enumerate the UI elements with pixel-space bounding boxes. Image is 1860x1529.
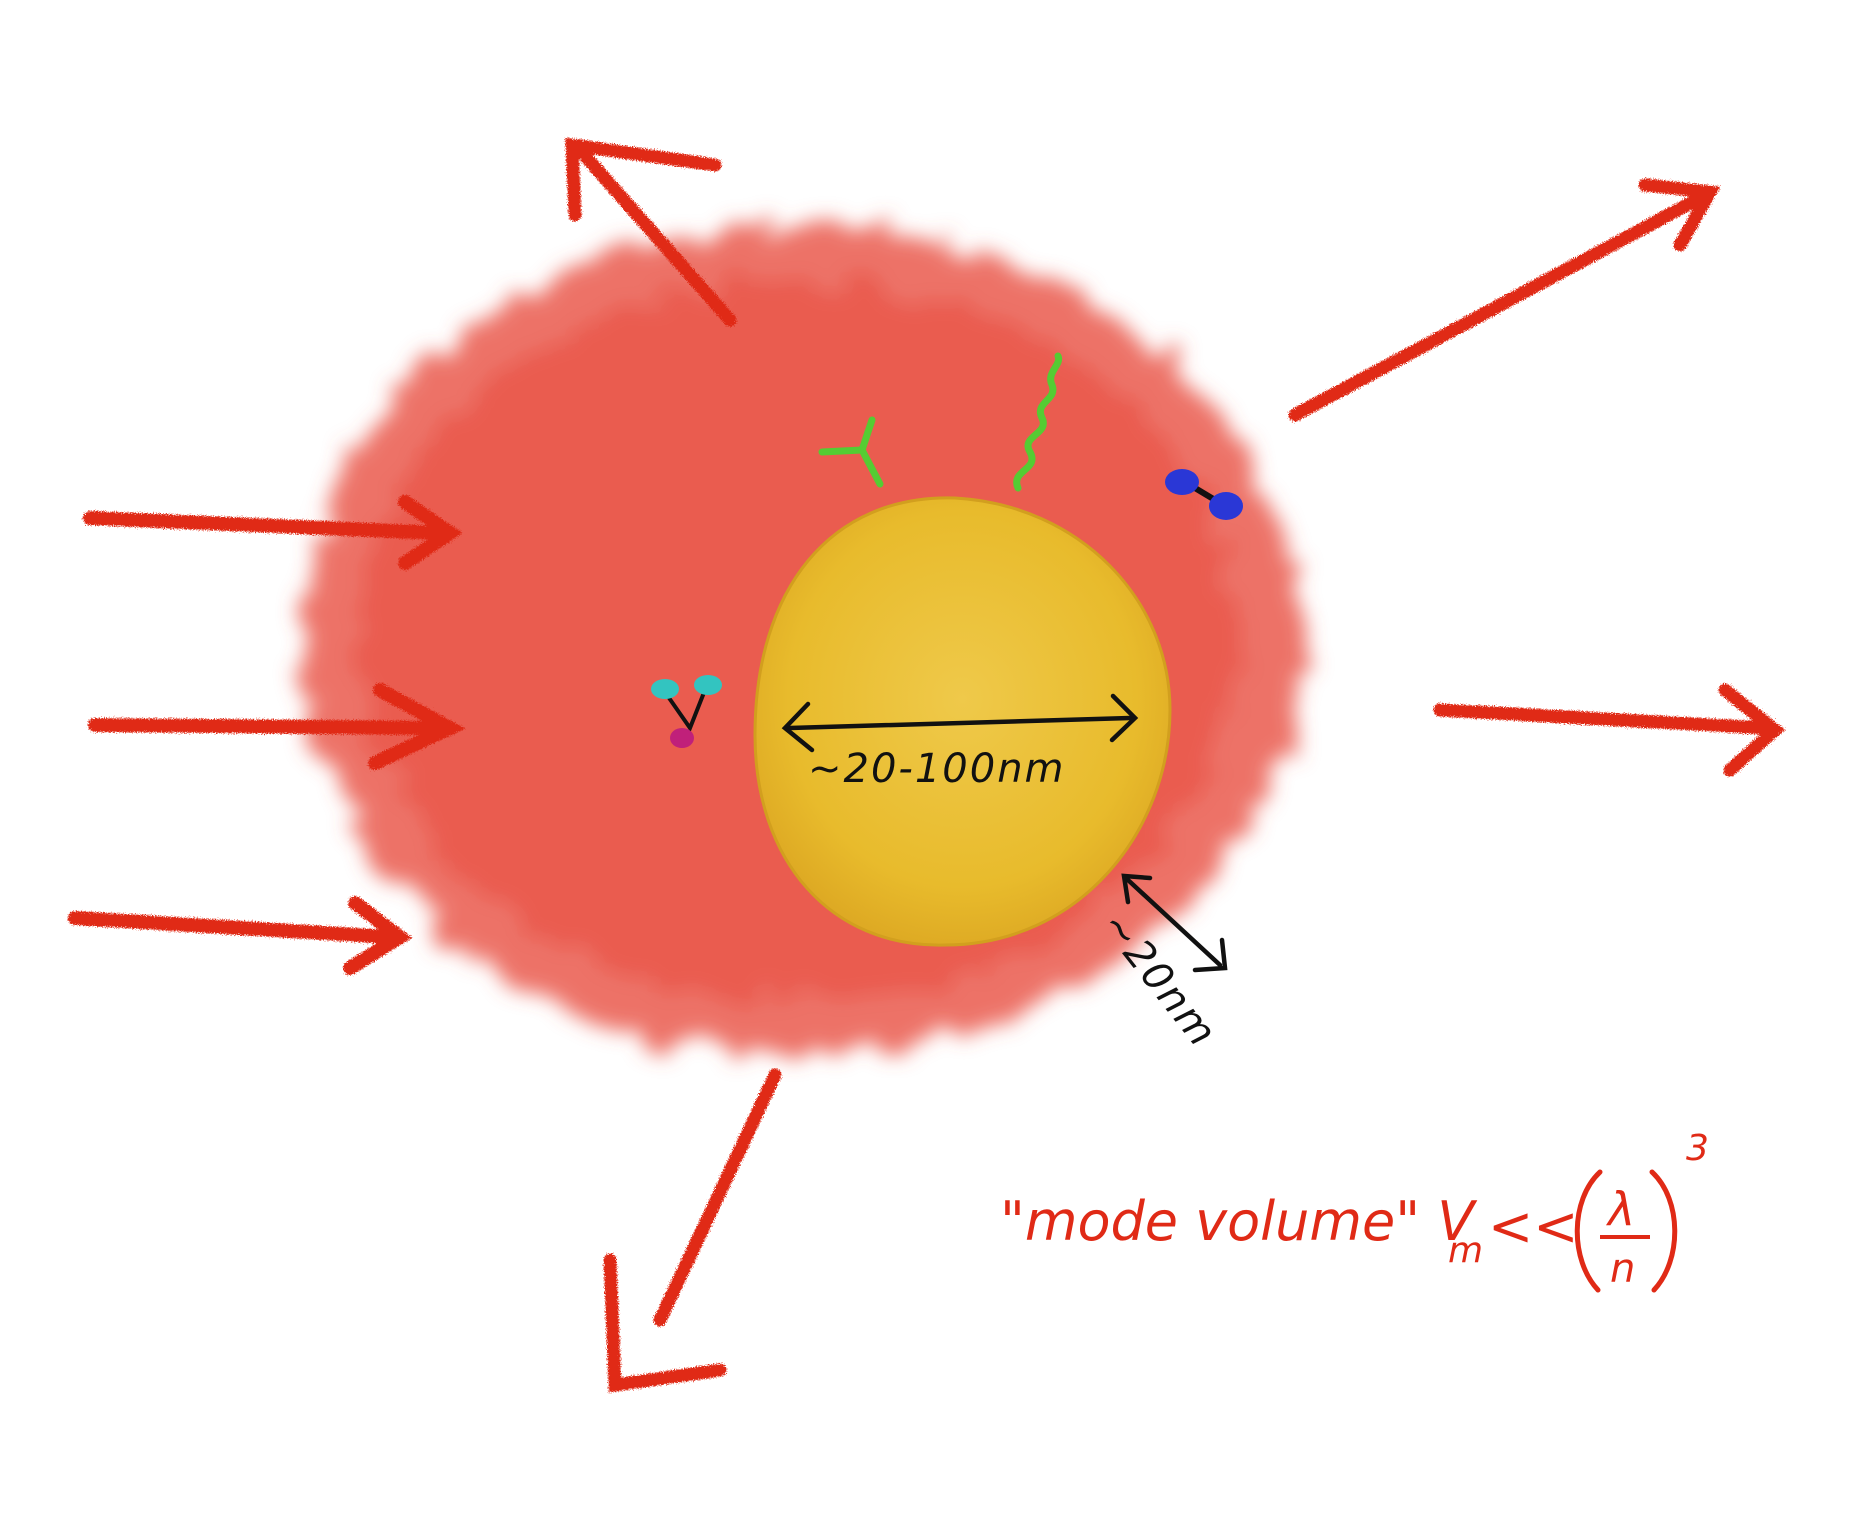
- molecule-blue-dumbbell: [1165, 469, 1243, 520]
- incident-light-arrows: [68, 495, 466, 975]
- mode-volume-formula: "mode volume" V m << λ n 3: [1000, 1128, 1709, 1293]
- scattered-arrow-down-left: [603, 1068, 782, 1393]
- incident-arrow-bottom: [68, 896, 413, 975]
- incident-arrow-middle: [88, 683, 466, 770]
- scattered-arrow-up-left: [565, 137, 737, 327]
- near-field-thickness-dimension: [1121, 873, 1228, 973]
- scattered-light-arrows: [565, 137, 1786, 1393]
- formula-exponent: 3: [1686, 1128, 1709, 1169]
- particle-diameter-label: ~20-100nm: [808, 746, 1066, 792]
- scattered-arrow-right: [1433, 683, 1786, 777]
- diameter-dimension: [781, 693, 1139, 753]
- formula-subscript: m: [1448, 1230, 1483, 1271]
- formula-relation: <<: [1488, 1195, 1579, 1258]
- formula-denominator: n: [1610, 1246, 1635, 1292]
- formula-numerator: λ: [1605, 1182, 1635, 1236]
- formula-right-paren: [1649, 1169, 1678, 1293]
- formula-prefix: "mode volume" V: [1000, 1190, 1478, 1253]
- molecule-cyan-v: [651, 675, 722, 748]
- molecule-green-y: [818, 416, 884, 488]
- molecule-green-coil: [1013, 352, 1063, 492]
- scattered-arrow-up-right: [1288, 178, 1721, 422]
- incident-arrow-top: [83, 495, 463, 570]
- formula-left-paren: [1574, 1169, 1603, 1293]
